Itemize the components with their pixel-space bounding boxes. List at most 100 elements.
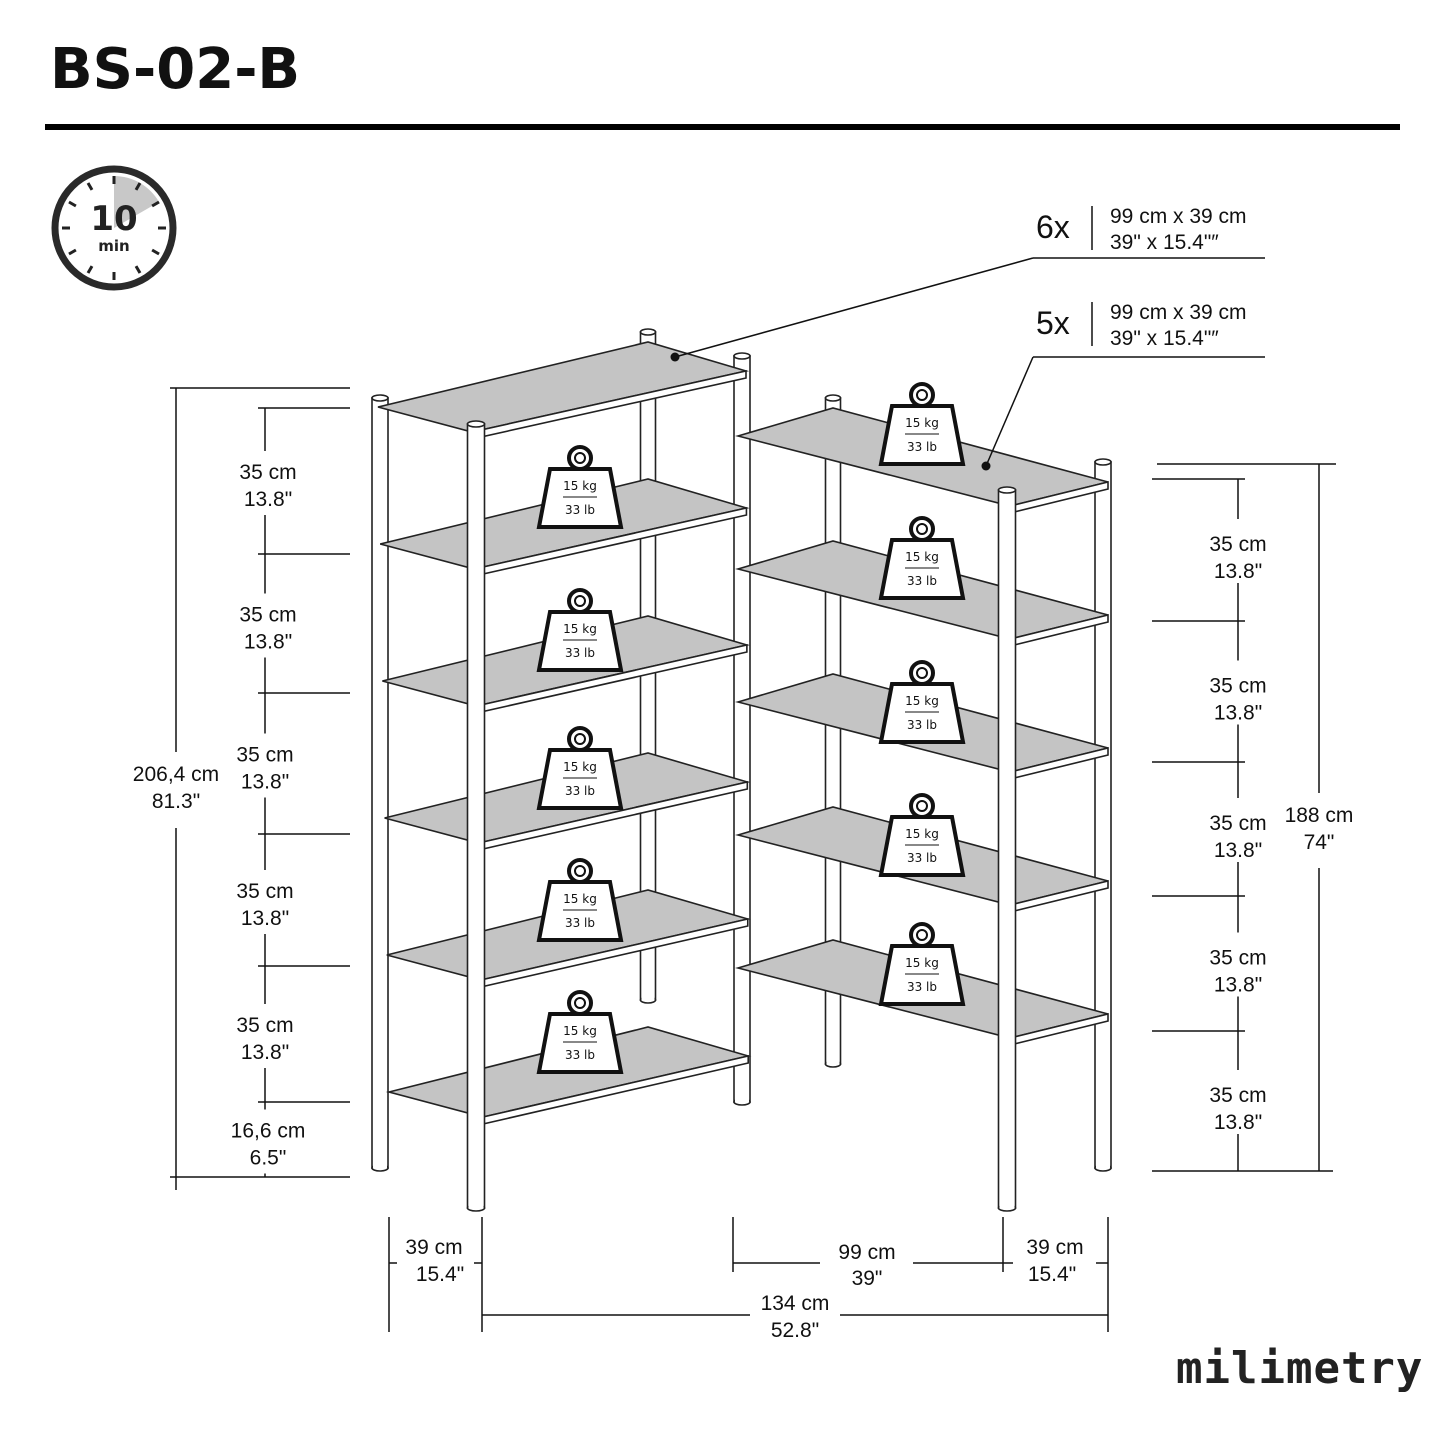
load-capacity-badges: 15 kg 33 lb 15 kg 33 lb 15 kg 33 lb 15 kg 33 lb… — [536, 382, 966, 1074]
load-metric: 15 kg — [905, 550, 939, 564]
shelf-post — [997, 486, 1017, 1212]
spacing-imperial: 13.8" — [244, 488, 292, 511]
part-quantity: 5x — [1036, 305, 1070, 341]
load-imperial: 33 lb — [565, 1048, 595, 1062]
spacing-metric: 35 cm — [1209, 675, 1266, 698]
weight-icon: 15 kg 33 lb — [536, 726, 624, 810]
spacing-imperial: 13.8" — [241, 1041, 289, 1064]
total-height-imperial: 81.3" — [152, 790, 200, 813]
load-imperial: 33 lb — [907, 574, 937, 588]
shelf-post — [1094, 458, 1112, 1172]
right-shelf-spacing-dimensions: 35 cm 13.8" 35 cm 13.8" 35 cm 13.8" 35 cm 13.8"… — [1152, 478, 1267, 1171]
timer-tick — [151, 200, 160, 208]
overall-width-metric: 134 cm — [761, 1292, 830, 1315]
timer-elapsed-wedge — [114, 176, 160, 228]
timer-tick — [68, 248, 77, 256]
load-metric: 15 kg — [563, 1024, 597, 1038]
load-metric: 15 kg — [905, 416, 939, 430]
load-metric: 15 kg — [563, 760, 597, 774]
load-metric: 15 kg — [563, 622, 597, 636]
left-shelf-spacing-dimensions: 35 cm 13.8" 35 cm 13.8" 35 cm 13.8" 35 cm 13.8"… — [231, 407, 350, 1177]
left-shelving-unit — [371, 328, 752, 1212]
weight-icon: 15 kg 33 lb — [878, 516, 966, 600]
timer-tick — [134, 265, 142, 274]
timer-tick — [86, 182, 94, 191]
load-imperial: 33 lb — [907, 718, 937, 732]
timer-ticks — [62, 176, 166, 280]
spacing-metric: 35 cm — [239, 461, 296, 484]
part-callout-6x: 6x 99 cm x 39 cm 39" x 15.4"″ — [670, 205, 1265, 362]
right-width-imperial: 39" — [852, 1267, 883, 1290]
shelf-board — [377, 341, 750, 440]
stopwatch-icon: 10 min — [51, 165, 177, 291]
timer-tick — [151, 248, 160, 256]
spacing-metric: 35 cm — [1209, 1084, 1266, 1107]
load-metric: 15 kg — [905, 827, 939, 841]
load-imperial: 33 lb — [907, 980, 937, 994]
load-imperial: 33 lb — [907, 851, 937, 865]
right-depth-imperial: 15.4" — [1028, 1263, 1076, 1286]
spacing-imperial: 13.8" — [1214, 974, 1262, 997]
brand-logo: milimetry — [1176, 1343, 1423, 1394]
weight-icon: 15 kg 33 lb — [878, 660, 966, 744]
spacing-metric: 35 cm — [1209, 812, 1266, 835]
timer-unit: min — [98, 237, 129, 255]
spacing-metric: 35 cm — [1209, 533, 1266, 556]
spacing-imperial: 13.8" — [241, 771, 289, 794]
right-depth-metric: 39 cm — [1026, 1236, 1083, 1259]
load-imperial: 33 lb — [907, 440, 937, 454]
weight-icon: 15 kg 33 lb — [878, 922, 966, 1006]
right-height-dimensions: 188 cm 74" — [1152, 463, 1354, 1172]
spacing-imperial: 13.8" — [241, 907, 289, 930]
load-metric: 15 kg — [905, 956, 939, 970]
callout-dot — [981, 461, 991, 471]
part-size-imperial: 39" x 15.4"″ — [1110, 327, 1219, 350]
shelf-post — [466, 420, 486, 1212]
part-callout-5x: 5x 99 cm x 39 cm 39" x 15.4"″ — [981, 301, 1265, 471]
timer-tick — [86, 265, 94, 274]
weight-icon: 15 kg 33 lb — [878, 793, 966, 877]
spacing-imperial: 13.8" — [1214, 839, 1262, 862]
spacing-metric: 35 cm — [239, 604, 296, 627]
timer-tick — [68, 200, 77, 208]
load-imperial: 33 lb — [565, 784, 595, 798]
total-height-imperial: 74" — [1304, 831, 1335, 854]
weight-icon: 15 kg 33 lb — [536, 445, 624, 529]
left-depth-metric: 39 cm — [405, 1236, 462, 1259]
shelf-post — [733, 352, 751, 1106]
total-height-metric: 206,4 cm — [133, 763, 219, 786]
spacing-metric: 35 cm — [236, 744, 293, 767]
part-quantity: 6x — [1036, 209, 1070, 245]
left-height-dimensions: 206,4 cm 81.3" — [133, 387, 350, 1190]
weight-icon: 15 kg 33 lb — [536, 858, 624, 942]
load-metric: 15 kg — [905, 694, 939, 708]
spacing-imperial: 13.8" — [1214, 560, 1262, 583]
spacing-imperial: 6.5" — [250, 1147, 287, 1170]
total-height-metric: 188 cm — [1285, 804, 1354, 827]
shelf-post — [371, 394, 389, 1172]
part-size-imperial: 39" x 15.4"″ — [1110, 231, 1219, 254]
load-imperial: 33 lb — [565, 646, 595, 660]
weight-icon: 15 kg 33 lb — [536, 588, 624, 672]
product-code-title: BS-02-B — [50, 37, 301, 102]
spacing-imperial: 13.8" — [1214, 702, 1262, 725]
width-dimensions: 39 cm 15.4" 99 cm 39" 39 cm 15.4" 134 cm… — [388, 1217, 1109, 1342]
load-metric: 15 kg — [563, 479, 597, 493]
load-imperial: 33 lb — [565, 916, 595, 930]
weight-icon: 15 kg 33 lb — [536, 990, 624, 1074]
load-imperial: 33 lb — [565, 503, 595, 517]
spacing-imperial: 13.8" — [244, 631, 292, 654]
spacing-metric: 35 cm — [236, 880, 293, 903]
timer-tick — [134, 182, 142, 191]
overall-width-imperial: 52.8" — [771, 1319, 819, 1342]
spacing-metric: 16,6 cm — [231, 1120, 306, 1143]
weight-icon: 15 kg 33 lb — [878, 382, 966, 466]
timer-value: 10 — [90, 199, 137, 239]
right-width-metric: 99 cm — [838, 1241, 895, 1264]
spacing-imperial: 13.8" — [1214, 1111, 1262, 1134]
callout-dot — [670, 352, 680, 362]
left-depth-imperial: 15.4" — [416, 1263, 464, 1286]
title-divider — [45, 124, 1400, 130]
load-metric: 15 kg — [563, 892, 597, 906]
